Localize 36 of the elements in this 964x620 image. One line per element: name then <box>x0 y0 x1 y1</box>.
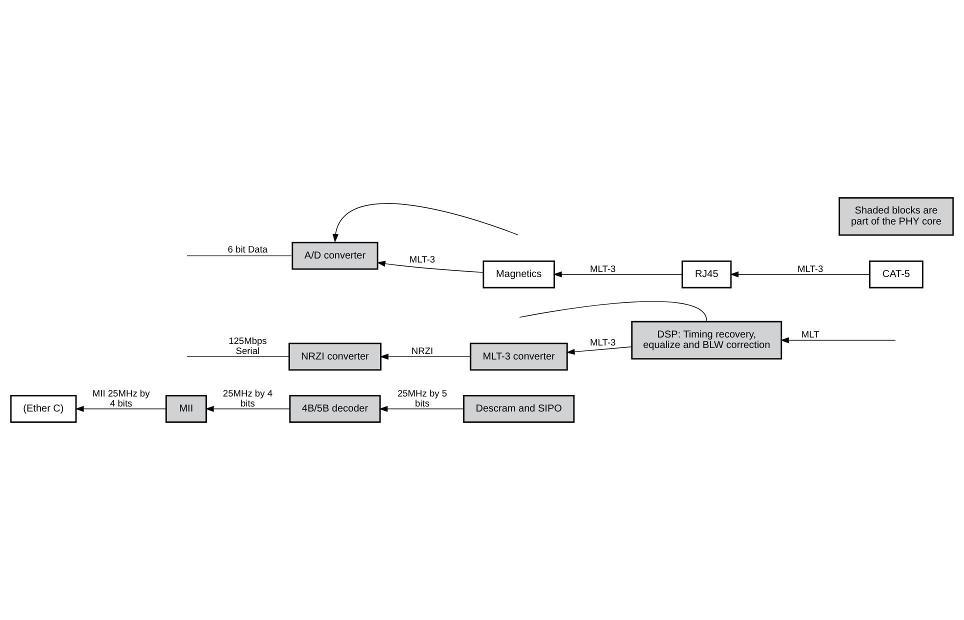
node-box: Magnetics <box>482 260 555 288</box>
edge-label: 125Mbps Serial <box>228 336 267 356</box>
arrow <box>332 203 518 243</box>
edge-label: MLT-3 <box>590 264 616 274</box>
arrow <box>379 406 464 412</box>
connector <box>186 356 290 358</box>
edge-label: NRZI <box>411 346 434 356</box>
edge-label: MLT <box>801 330 820 340</box>
edge-label: 25MHz by 5 bits <box>397 388 448 408</box>
legend-label: Shaded blocks are part of the PHY core <box>851 206 942 228</box>
edge-label: MLT-3 <box>590 338 616 348</box>
arrow <box>205 406 290 412</box>
node-box: MLT-3 converter <box>470 342 568 371</box>
edge-label: MII 25MHz by 4 bits <box>92 388 150 408</box>
node-box: CAT-5 <box>869 260 924 288</box>
node-box: RJ45 <box>682 260 732 288</box>
edge-label: MLT-3 <box>409 254 436 265</box>
arrow <box>75 406 166 412</box>
arrow <box>730 271 870 278</box>
node-box: DSP: Timing recovery, equalize and BLW correction <box>631 320 782 360</box>
node-box: A/D converter <box>292 242 378 270</box>
connector <box>186 255 292 256</box>
arrow <box>553 271 682 278</box>
arrow <box>380 354 471 360</box>
node-box: Descram and SIPO <box>463 394 575 423</box>
arrow <box>566 346 632 355</box>
node-box: MII <box>165 394 207 423</box>
arrow <box>780 337 896 344</box>
node-box: (Ether C) <box>10 394 77 423</box>
connector <box>519 301 707 322</box>
edge-label: 25MHz by 4 bits <box>222 388 273 408</box>
edge-label: MLT-3 <box>798 264 824 274</box>
node-box: 4B/5B decoder <box>289 394 381 423</box>
node-box: NRZI converter <box>288 342 382 371</box>
edge-label: 6 bit Data <box>228 244 268 255</box>
arrow <box>376 260 484 273</box>
